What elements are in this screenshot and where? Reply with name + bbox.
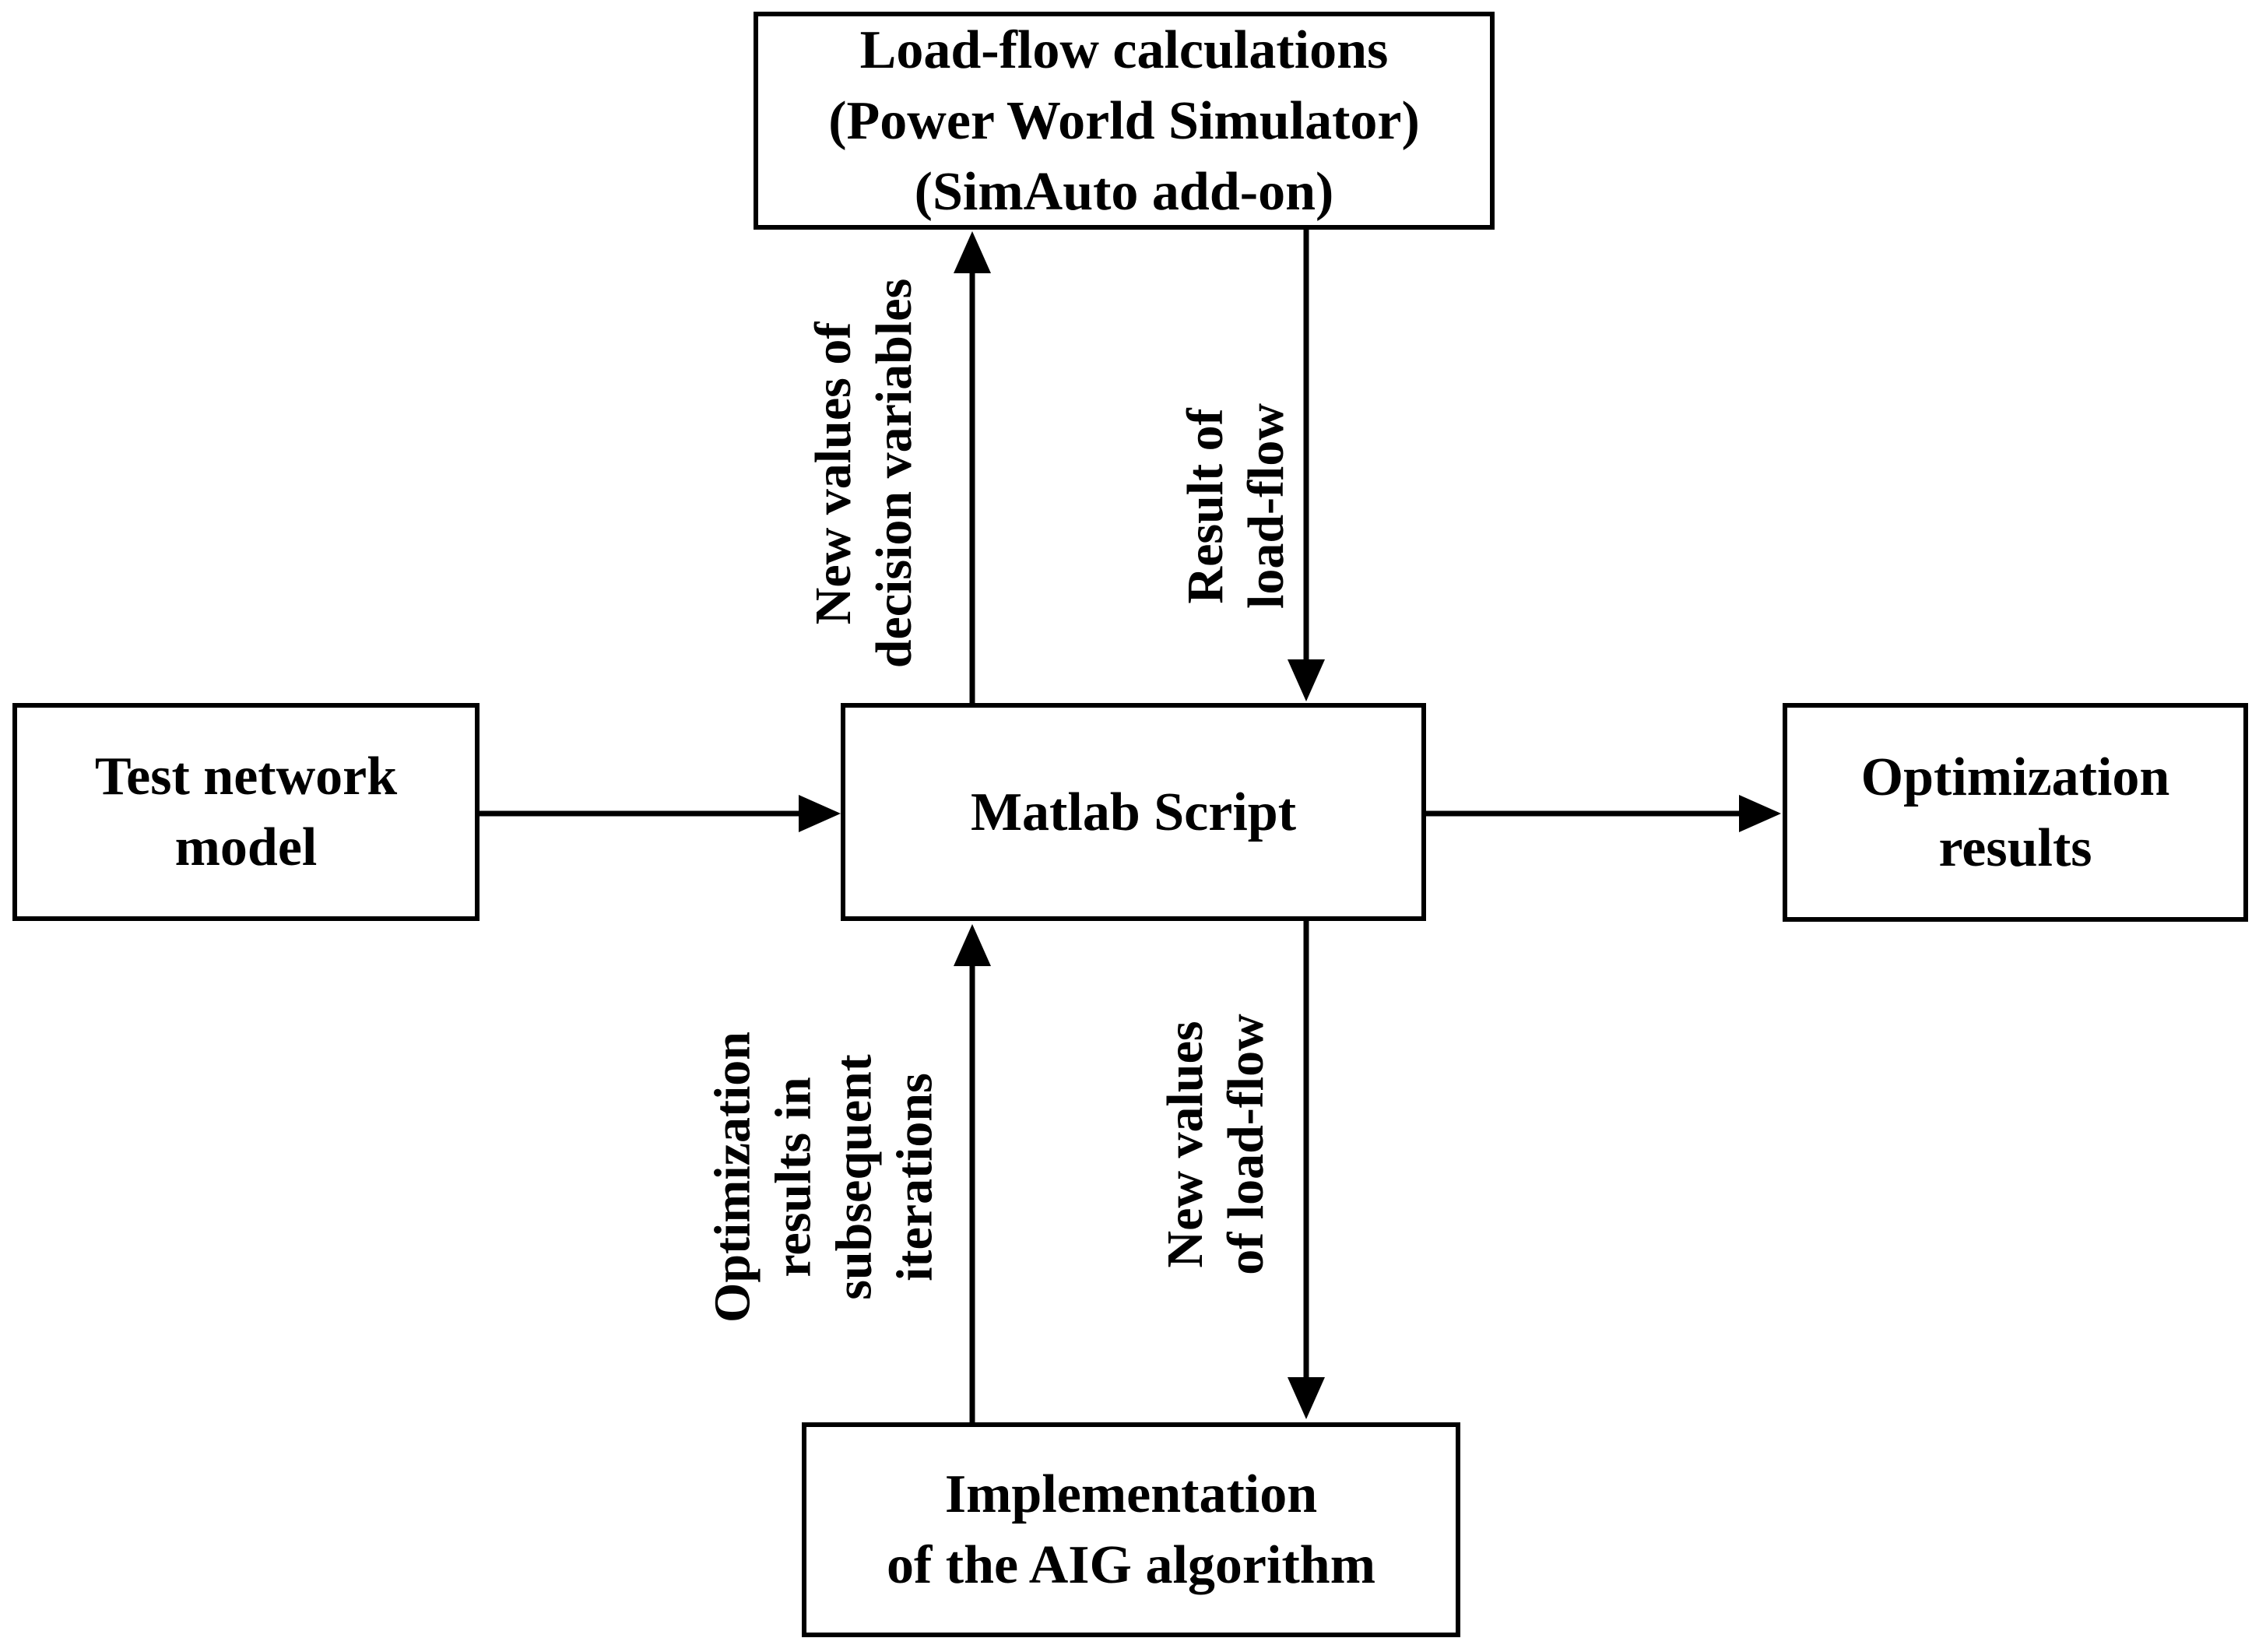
arrow-label-line: of load-flow [1217,1014,1274,1275]
arrow-matlab-to-optimization [1426,795,1781,832]
arrow-label-line: New values of [805,322,862,625]
box-load-flow-line-1: Load-flow calculations [859,19,1389,80]
box-test-network-line-2: model [174,817,318,877]
arrow-label-line: load-flow [1238,403,1295,609]
arrow-label-line: decision variables [866,278,922,669]
arrow-label-line: results in [764,1077,822,1278]
arrow-matlab-to-load-flow [954,231,991,703]
arrow-label-new-values-of-decision-variables: New values of decision variables [803,279,925,669]
box-test-network-model: Test network model [12,703,480,921]
arrow-label-line: Result of [1177,408,1235,604]
box-aig-implementation: Implementation of the AIG algorithm [802,1422,1460,1637]
box-optimization-line-2: results [1938,817,2092,878]
box-load-flow-line-3: (SimAuto add-on) [914,161,1334,222]
box-optimization-results: Optimization results [1783,703,2248,922]
arrow-aig-to-matlab [954,924,991,1422]
arrow-label-line: Optimization [704,1032,761,1323]
box-aig-line-2: of the AIG algorithm [886,1535,1376,1595]
box-matlab-script: Matlab Script [841,703,1426,921]
box-matlab-script-line-1: Matlab Script [970,782,1297,842]
arrow-matlab-to-aig [1288,921,1325,1419]
arrow-label-optimization-results-in-subsequent-iterations: Optimization results in subsequent itera… [702,1032,945,1323]
box-optimization-line-1: Optimization [1860,747,2170,807]
arrow-label-new-values-of-load-flow: New values of load-flow [1155,1014,1277,1274]
arrow-label-line: New values [1157,1021,1214,1268]
arrow-label-line: iterations [885,1073,943,1281]
box-load-flow-calculations: Load-flow calculations (Power World Simu… [754,12,1495,230]
box-aig-line-1: Implementation [944,1464,1318,1524]
arrow-label-line: subsequent [825,1054,882,1300]
arrow-load-flow-to-matlab [1288,230,1325,701]
arrow-label-result-of-load-flow: Result of load-flow [1175,403,1297,609]
arrow-test-network-to-matlab [480,795,841,832]
box-load-flow-line-2: (Power World Simulator) [828,90,1420,151]
box-test-network-line-1: Test network [94,747,398,807]
